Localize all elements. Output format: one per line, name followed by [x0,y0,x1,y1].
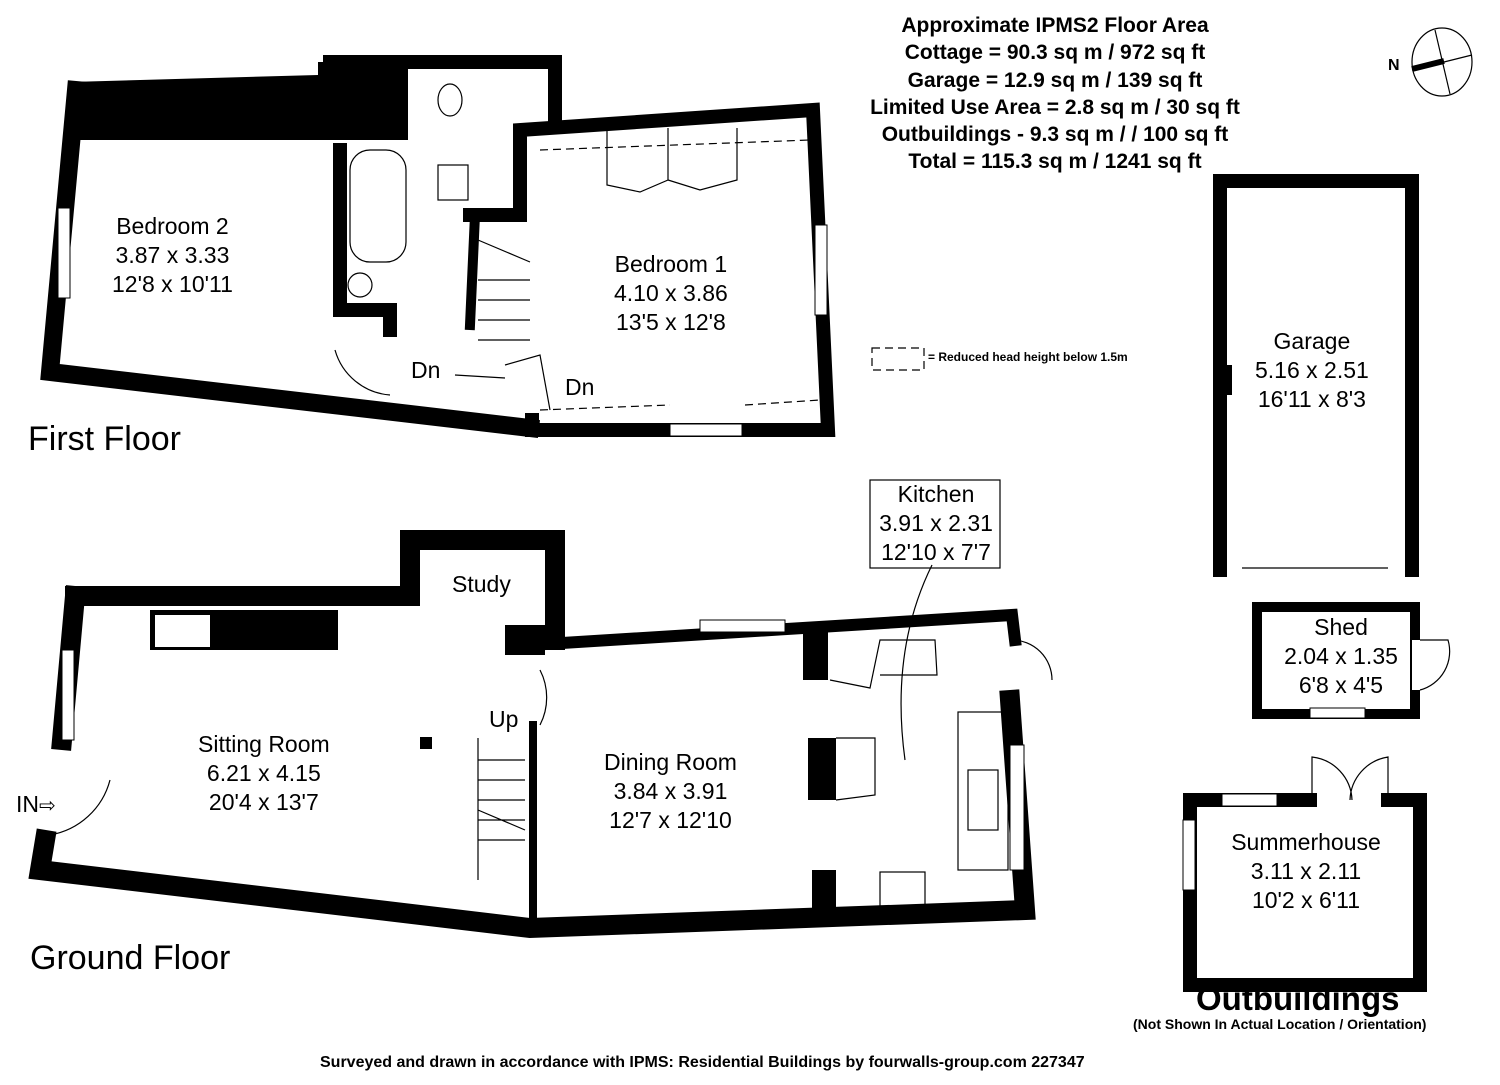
room-name: Bedroom 2 [116,213,229,239]
room-name: Dining Room [604,749,737,775]
area-title: Approximate IPMS2 Floor Area [901,14,1209,37]
room-metric: 3.87 x 3.33 [115,241,230,268]
room-name: Bedroom 1 [614,251,728,277]
area-summary: Approximate IPMS2 Floor Area Cottage = 9… [840,12,1270,176]
room-metric: 3.84 x 3.91 [613,777,728,804]
kitchen-label: Kitchen 3.91 x 2.31 12'10 x 7'7 [872,480,1000,566]
room-metric: 2.04 x 1.35 [1284,642,1398,669]
area-line: Total = 115.3 sq m / 1241 sq ft [908,150,1202,174]
stairs-up-label: Up [489,706,519,732]
room-imperial: 12'8 x 10'11 [112,270,233,297]
room-imperial: 12'10 x 7'7 [881,538,991,565]
garage-label: Garage 5.16 x 2.51 16'11 x 8'3 [1255,327,1369,413]
ground-floor-walls [28,530,1036,939]
first-floor-fixtures [334,83,925,411]
outbuilding-walls [1182,174,1451,992]
room-imperial: 16'11 x 8'3 [1257,385,1366,412]
bedroom2-label: Bedroom 2 3.87 x 3.33 12'8 x 10'11 [112,212,233,298]
room-name: Summerhouse [1231,829,1381,855]
room-imperial: 13'5 x 12'8 [616,308,726,335]
area-line: Outbuildings - 9.3 sq m / / 100 sq ft [881,123,1229,147]
study-label: Study [452,571,511,597]
room-name: Sitting Room [198,731,330,757]
ground-floor-label: Ground Floor [30,939,231,977]
room-imperial: 12'7 x 12'10 [609,806,732,833]
legend-text: = Reduced head height below 1.5m [928,350,1128,364]
shed-label: Shed 2.04 x 1.35 6'8 x 4'5 [1277,613,1405,699]
dining-room-label: Dining Room 3.84 x 3.91 12'7 x 12'10 [604,748,737,834]
room-imperial: 6'8 x 4'5 [1298,671,1384,698]
sitting-room-label: Sitting Room 6.21 x 4.15 20'4 x 13'7 [198,730,330,816]
footer-credit: Surveyed and drawn in accordance with IP… [320,1054,1085,1071]
ground-floor-fixtures [49,564,1053,913]
area-line: Cottage = 90.3 sq m / 972 sq ft [904,41,1206,65]
entrance-label: IN⇨ [16,790,56,819]
area-line: Limited Use Area = 2.8 sq m / 30 sq ft [870,95,1240,119]
arrow-right-icon: ⇨ [39,795,56,817]
room-name: Shed [1314,614,1368,640]
kitchen-label-box [869,479,1001,569]
summerhouse-label: Summerhouse 3.11 x 2.11 10'2 x 6'11 [1220,828,1392,914]
room-name: Kitchen [897,481,975,507]
stairs-down-label: Dn [565,374,595,400]
outbuildings-note: (Not Shown In Actual Location / Orientat… [1133,1016,1427,1032]
compass-icon [1411,27,1473,97]
first-floor-walls [40,55,836,438]
room-metric: 3.11 x 2.11 [1250,857,1362,884]
room-metric: 6.21 x 4.15 [206,759,321,786]
room-imperial: 10'2 x 6'11 [1251,886,1361,913]
first-floor-label: First Floor [28,420,181,458]
room-metric: 3.91 x 2.31 [879,509,993,536]
stairs-down-label: Dn [411,357,441,383]
compass-label: N [1388,57,1400,74]
room-metric: 4.10 x 3.86 [614,279,728,306]
room-imperial: 20'4 x 13'7 [208,788,319,815]
entrance-text: IN [16,791,39,817]
bedroom1-label: Bedroom 1 4.10 x 3.86 13'5 x 12'8 [614,250,728,336]
room-name: Garage [1273,328,1351,354]
area-line: Garage = 12.9 sq m / 139 sq ft [907,68,1203,92]
outbuildings-label: Outbuildings [1196,980,1400,1017]
room-metric: 5.16 x 2.51 [1255,356,1369,383]
